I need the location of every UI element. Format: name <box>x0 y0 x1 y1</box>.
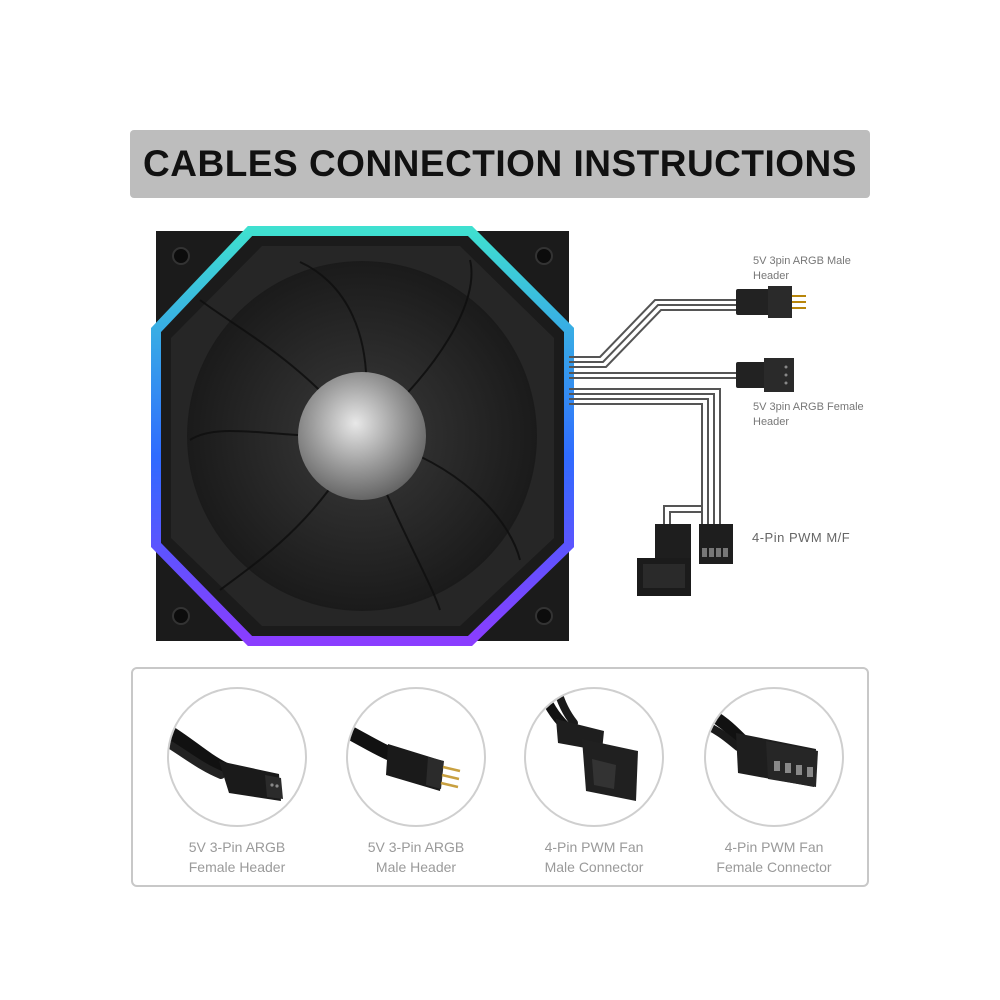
connector-photo-circle <box>167 687 307 827</box>
cables <box>569 299 738 525</box>
connector-caption: 5V 3-Pin ARGB Male Header <box>341 837 491 877</box>
connector-item-argb-female: 5V 3-Pin ARGB Female Header <box>162 687 312 877</box>
fan-hub <box>298 372 426 500</box>
argb-female-cable-label: 5V 3pin ARGB Female Header <box>753 400 864 430</box>
pwm-male-connector-icon <box>537 689 638 801</box>
pwm-cable-label: 4-Pin PWM M/F <box>752 530 851 545</box>
argb-male-label-line1: 5V 3pin ARGB Male <box>753 255 851 267</box>
connector-item-pwm-female: 4-Pin PWM Fan Female Connector <box>699 687 849 877</box>
caption-line2: Female Connector <box>716 859 832 875</box>
caption-line2: Male Connector <box>544 859 644 875</box>
connector-photo-circle <box>704 687 844 827</box>
connector-legend: 5V 3-Pin ARGB Female Header 5V 3-Pin ARG… <box>131 667 869 887</box>
caption-line2: Male Header <box>375 859 457 875</box>
pwm-female-connector-icon <box>706 704 818 787</box>
screw-hole <box>172 247 190 265</box>
connector-caption: 5V 3-Pin ARGB Female Header <box>162 837 312 877</box>
argb-female-label-line1: 5V 3pin ARGB Female <box>753 401 864 413</box>
connector-caption: 4-Pin PWM Fan Male Connector <box>519 837 669 877</box>
pwm-female-connector-icon <box>699 524 733 564</box>
argb-female-header-icon <box>169 723 283 801</box>
page-title: CABLES CONNECTION INSTRUCTIONS <box>143 143 857 184</box>
caption-line1: 4-Pin PWM Fan <box>724 839 824 855</box>
fan-led-ring <box>151 226 574 646</box>
connector-caption: 4-Pin PWM Fan Female Connector <box>699 837 849 877</box>
screw-hole <box>535 247 553 265</box>
connector-item-argb-male: 5V 3-Pin ARGB Male Header <box>341 687 491 877</box>
title-banner: CABLES CONNECTION INSTRUCTIONS <box>130 130 870 198</box>
connector-item-pwm-male: 4-Pin PWM Fan Male Connector <box>519 687 669 877</box>
argb-female-header-icon <box>736 358 794 392</box>
screw-hole <box>172 607 190 625</box>
argb-male-cable-label: 5V 3pin ARGB Male Header <box>753 254 851 284</box>
fan <box>151 226 574 646</box>
pwm-male-connector-icon <box>637 524 691 596</box>
caption-line1: 5V 3-Pin ARGB <box>188 839 286 855</box>
argb-male-header-icon <box>736 286 806 318</box>
fan-cable-diagram <box>151 226 806 646</box>
caption-line2: Female Header <box>188 859 286 875</box>
argb-male-label-line2: Header <box>753 270 790 282</box>
argb-male-header-icon <box>348 723 461 791</box>
caption-line1: 4-Pin PWM Fan <box>544 839 644 855</box>
argb-female-label-line2: Header <box>753 416 790 428</box>
connector-photo-circle <box>346 687 486 827</box>
connector-photo-circle <box>524 687 664 827</box>
caption-line1: 5V 3-Pin ARGB <box>367 839 465 855</box>
screw-hole <box>535 607 553 625</box>
